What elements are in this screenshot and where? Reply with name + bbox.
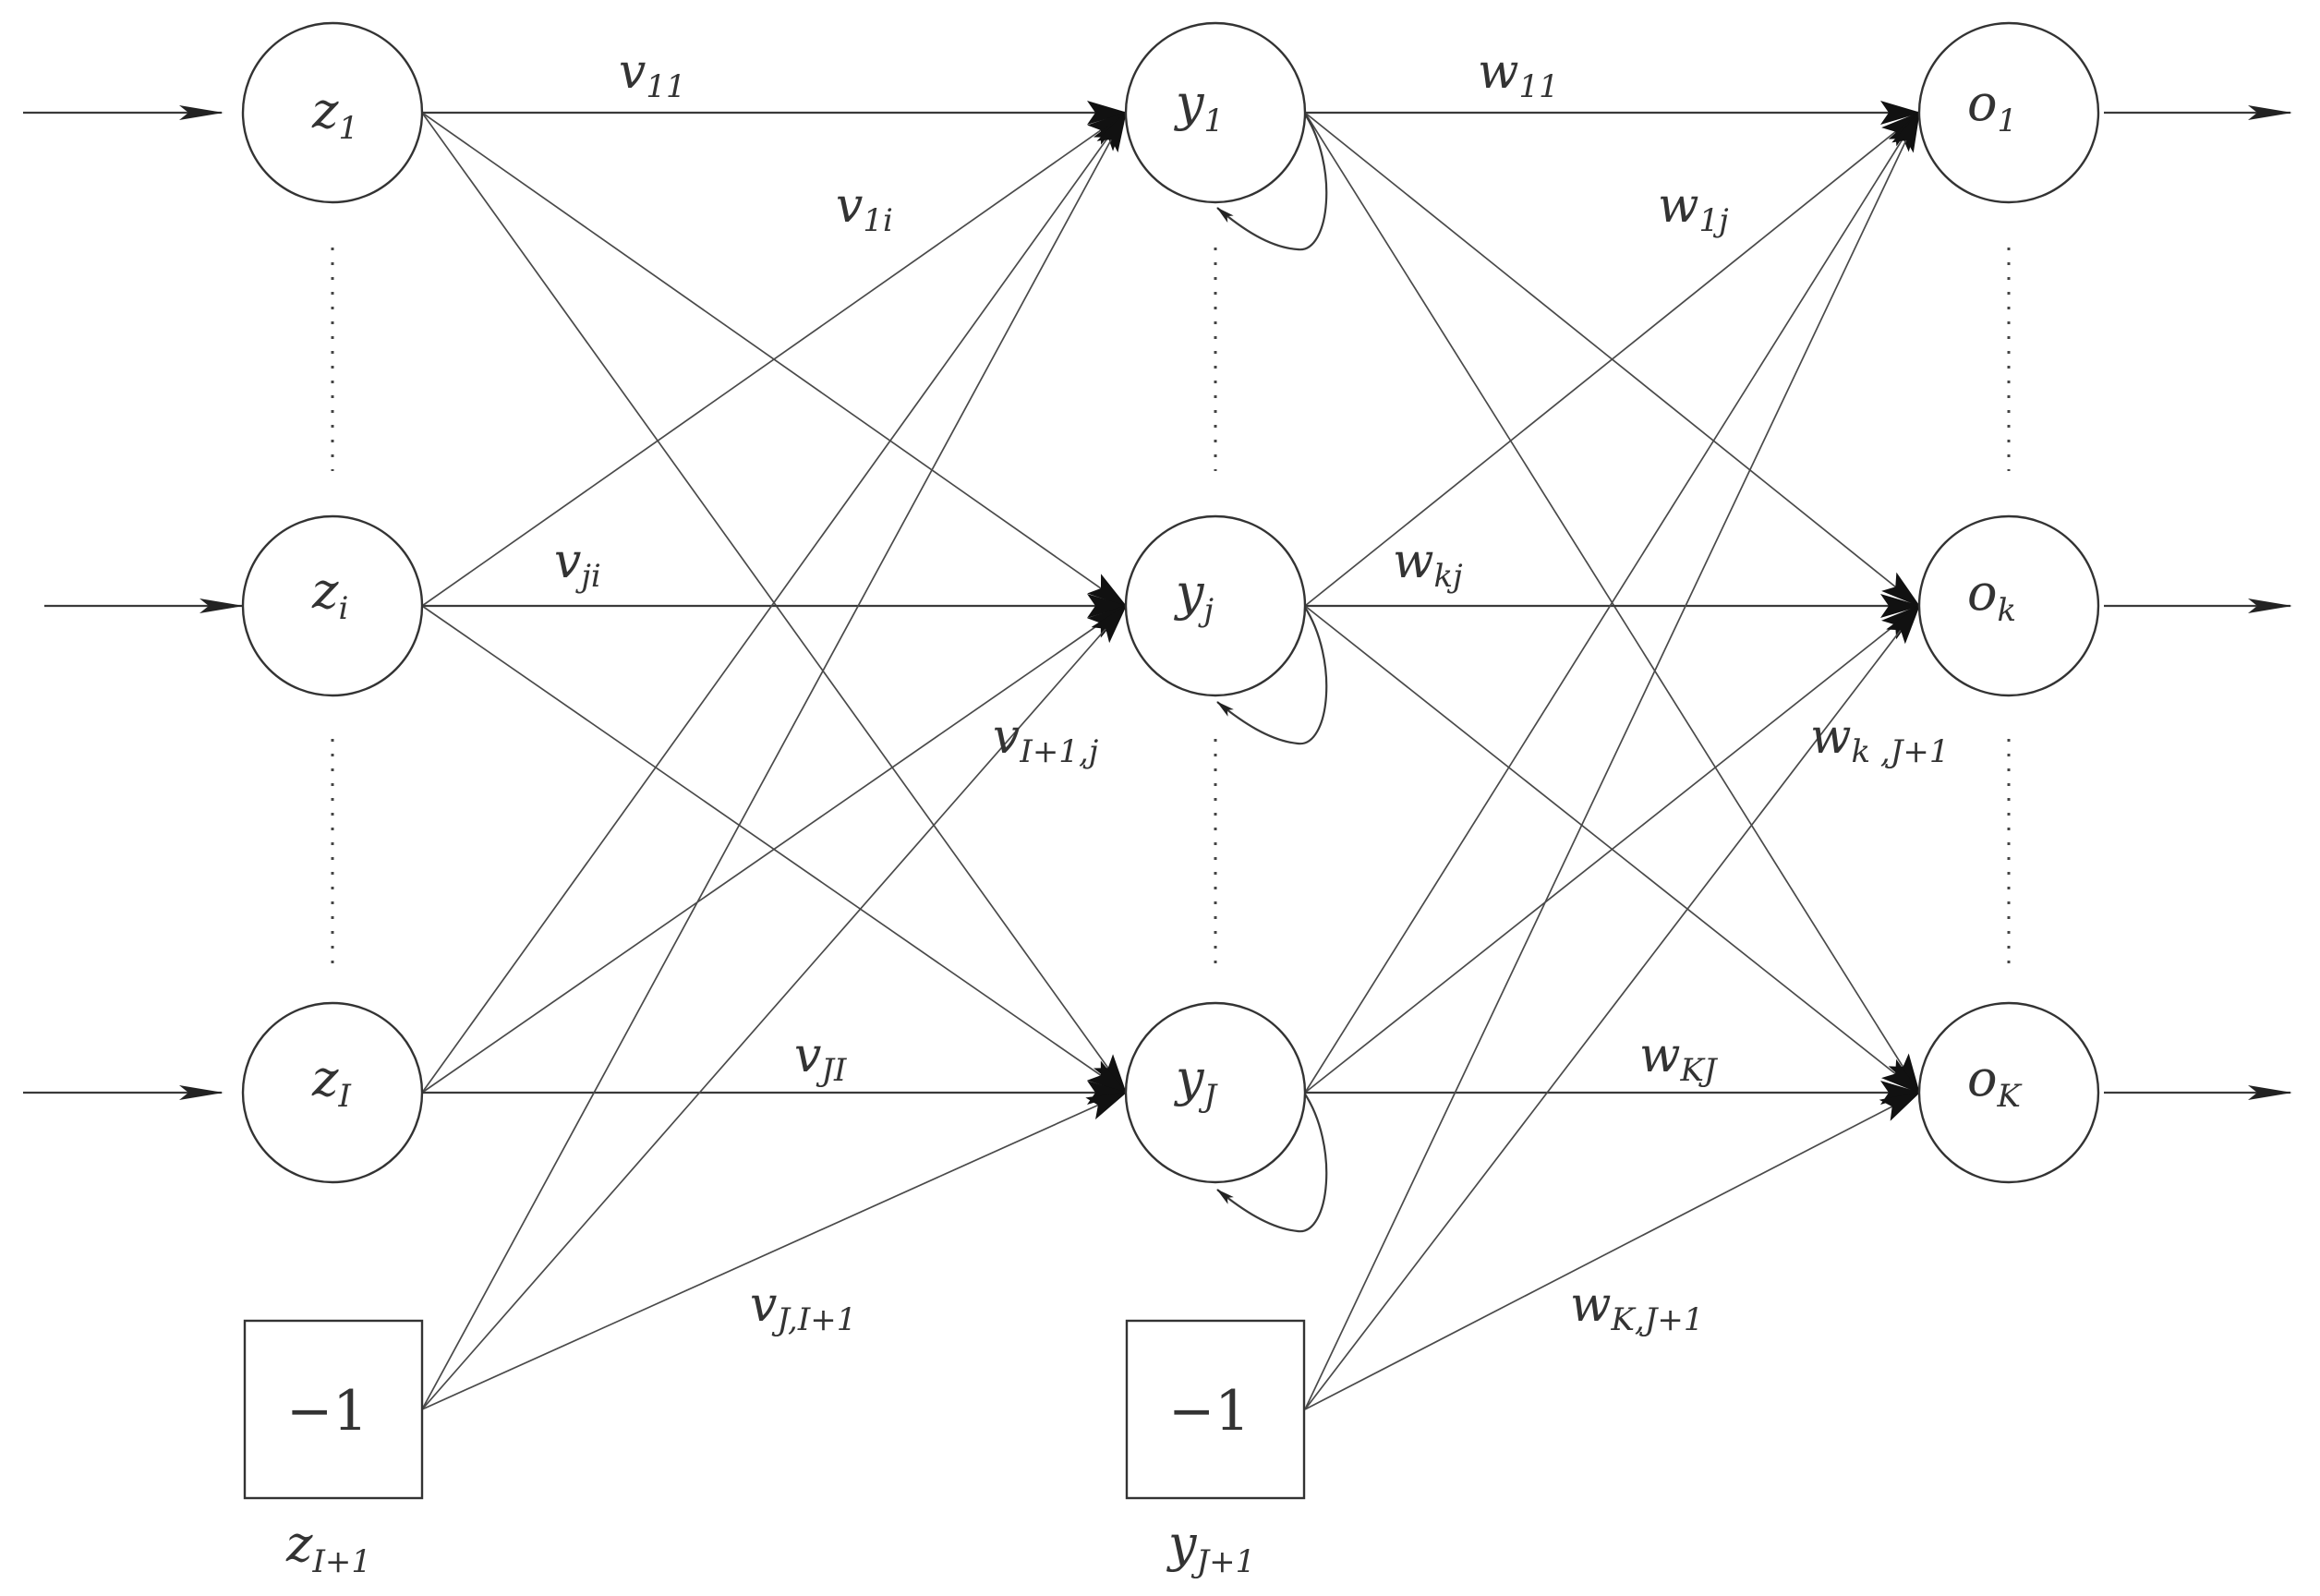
connection-zI-to-y1 — [421, 111, 1128, 1094]
hidden-layer — [1124, 21, 1307, 1500]
hidden-bias-node — [1125, 1319, 1306, 1500]
label-y1: y1 — [1174, 74, 1224, 139]
connection-ybias-to-ok — [1304, 604, 1921, 1410]
weight-label-w11: w11 — [1478, 44, 1559, 105]
connection-yJ-to-o1 — [1304, 111, 1921, 1094]
hidden-bias-value: −1 — [1168, 1379, 1250, 1444]
label-yJ: yJ — [1174, 1049, 1219, 1115]
connection-zbias-to-yj — [421, 604, 1128, 1410]
input-node-zi — [241, 514, 424, 697]
output-node-ok — [1917, 514, 2100, 697]
label-yj: yj — [1174, 563, 1214, 629]
output-node-oK — [1917, 1001, 2100, 1184]
weight-label-v1i: v1i — [836, 178, 893, 239]
hidden-node-yJ — [1124, 1001, 1307, 1184]
label-hidden-bias: yJ+1 — [1166, 1515, 1255, 1580]
weight-label-wKJ: wKJ — [1639, 1028, 1719, 1089]
weight-label-wkJ1: wk ,J+1 — [1810, 709, 1949, 770]
connection-zbias-to-yJ — [421, 1092, 1128, 1410]
input-node-zI — [241, 1001, 424, 1184]
external-io-arrows — [23, 105, 2292, 1100]
connection-zi-to-y1 — [421, 111, 1128, 607]
connection-yJ-to-ok — [1304, 604, 1921, 1094]
weight-label-v11: v11 — [619, 44, 686, 105]
self-loop-yj — [1216, 605, 1328, 745]
label-z1: z1 — [311, 81, 358, 147]
weight-label-vI1j: vI+1,j — [993, 709, 1099, 770]
weight-label-vJI1: vJ,I+1 — [750, 1277, 856, 1338]
label-oK: oK — [1967, 1049, 2024, 1115]
label-ok: ok — [1967, 563, 2016, 629]
connection-zbias-to-y1 — [421, 111, 1127, 1410]
label-input-bias: zI+1 — [285, 1515, 371, 1580]
connection-ybias-to-oK — [1304, 1092, 1921, 1410]
connection-yj-to-o1 — [1304, 111, 1921, 607]
hidden-node-yj — [1124, 514, 1307, 697]
node-labels: z1 zi zI y1 yj yJ o1 ok oK −1 −1 zI+1 yJ… — [285, 74, 2024, 1580]
weight-labels: v11 v1i vji vI+1,j vJI vJ,I+1 w11 w1j wk… — [554, 44, 1949, 1338]
self-loop-yJ — [1216, 1092, 1328, 1233]
input-layer — [241, 21, 424, 1500]
input-node-z1 — [241, 21, 424, 204]
input-bias-value: −1 — [286, 1379, 368, 1444]
hidden-to-output-connections — [1304, 101, 1921, 1410]
connection-ybias-to-o1 — [1304, 111, 1920, 1410]
input-bias-node — [243, 1319, 424, 1500]
output-layer — [1917, 21, 2100, 1184]
hidden-node-y1 — [1124, 21, 1307, 204]
weight-label-vJI: vJI — [794, 1028, 847, 1089]
input-to-hidden-connections — [421, 101, 1128, 1410]
label-zI: zI — [311, 1049, 351, 1115]
self-loop-y1 — [1216, 112, 1328, 251]
weight-label-wkj: wkj — [1393, 534, 1463, 595]
connection-zI-to-yj — [421, 604, 1128, 1094]
weight-label-wKJ1: wK,J+1 — [1570, 1277, 1703, 1338]
weight-label-w1j: w1j — [1658, 178, 1729, 239]
recurrent-self-loops — [1216, 112, 1328, 1233]
label-o1: o1 — [1967, 74, 2017, 139]
output-node-o1 — [1917, 21, 2100, 204]
label-zi: zi — [311, 562, 348, 627]
weight-label-vji: vji — [554, 534, 601, 595]
